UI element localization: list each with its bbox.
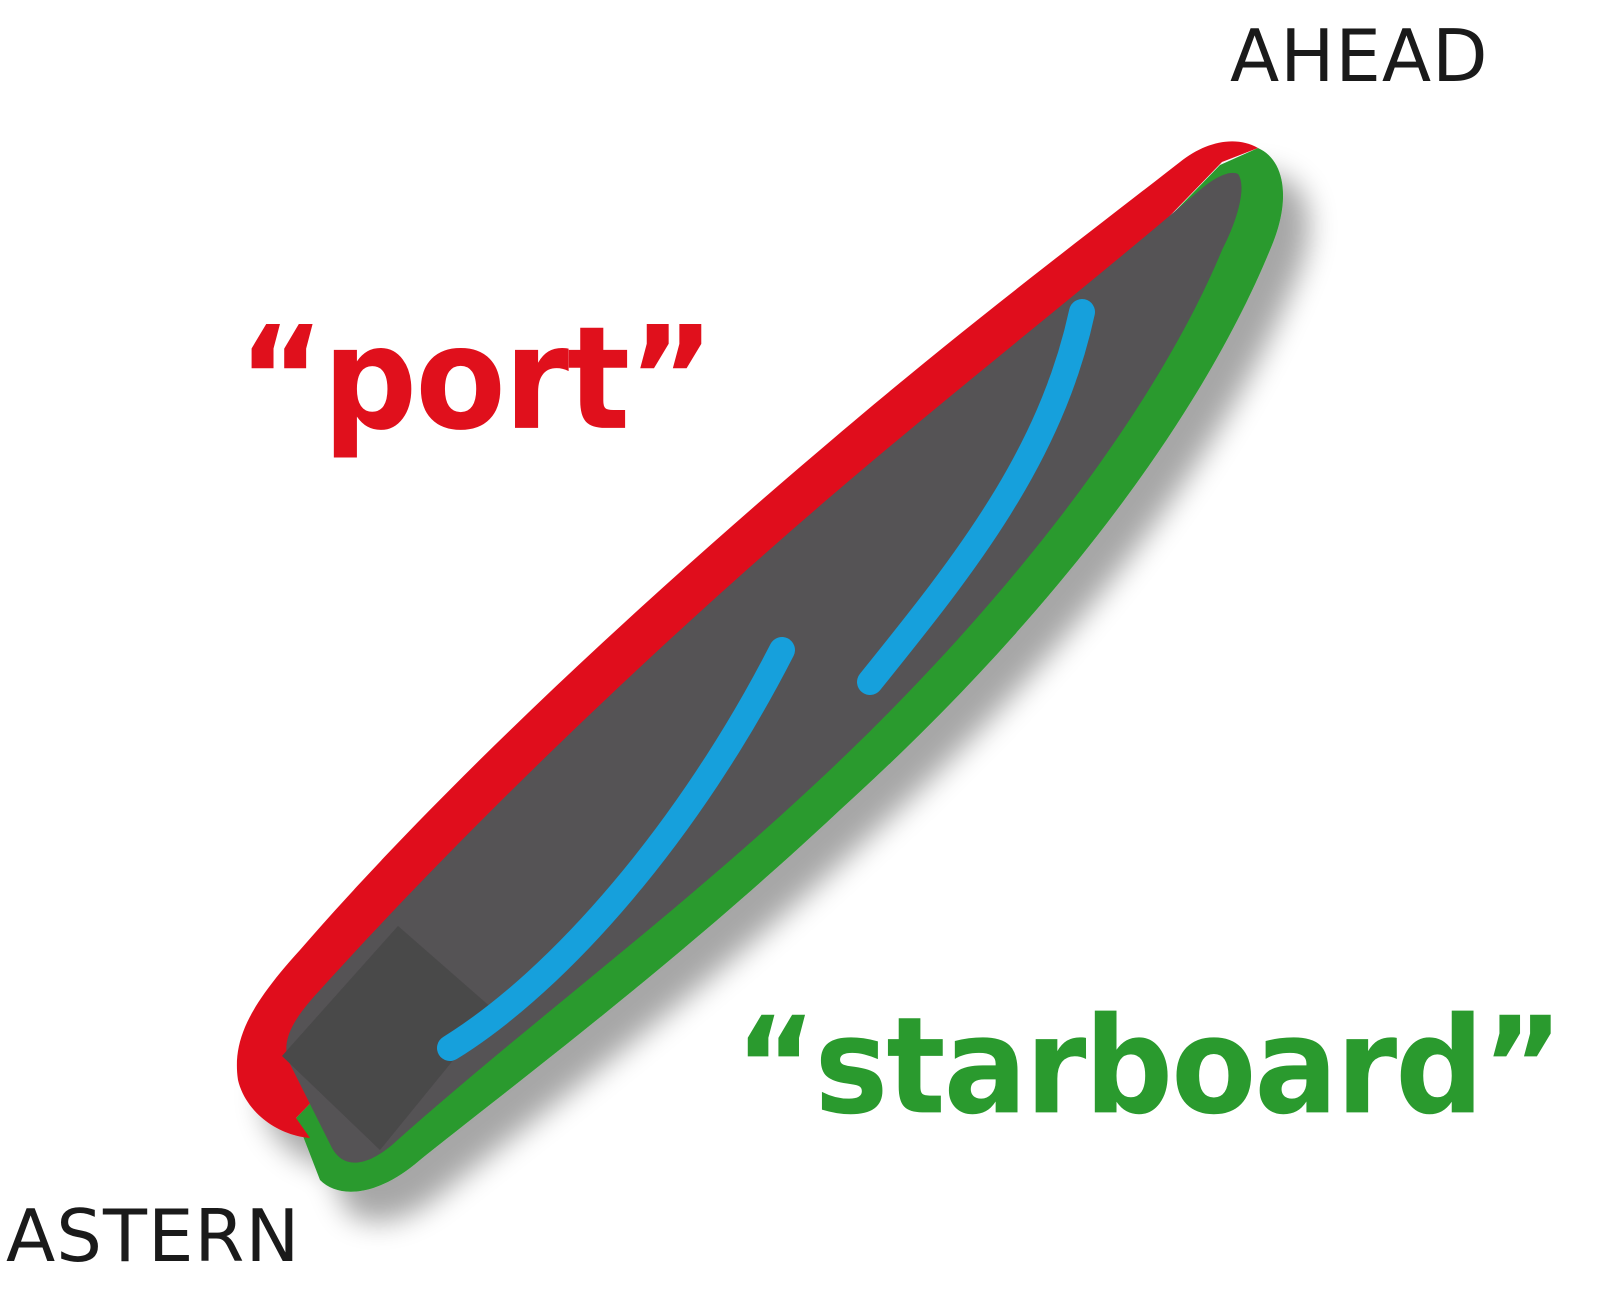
astern-label: ASTERN — [6, 1194, 301, 1278]
transom-block — [282, 926, 494, 1150]
seat-aft — [437, 637, 795, 1061]
starboard-label: “starboard” — [735, 989, 1563, 1145]
port-label: “port” — [238, 296, 715, 463]
ahead-label: AHEAD — [1230, 14, 1489, 98]
seat-fore — [857, 299, 1095, 695]
